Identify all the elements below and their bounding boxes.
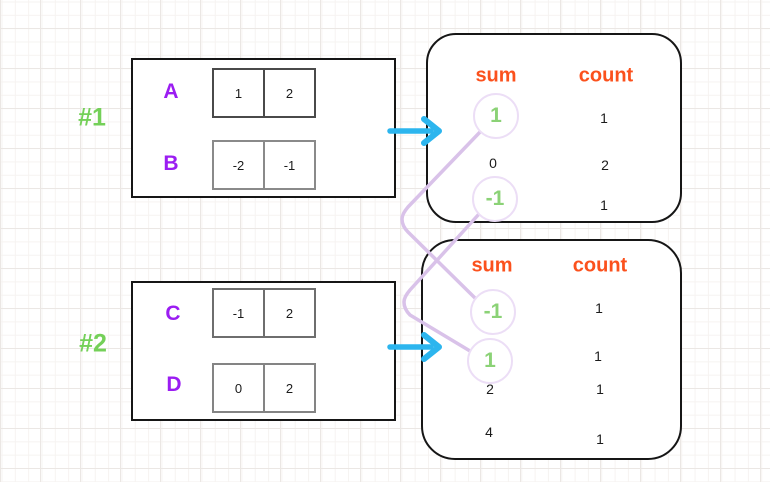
result-1-sum-header: sum [475, 64, 517, 87]
result-2-row-4-sum: 4 [485, 424, 493, 440]
result-1-row-1-sum-highlighted: 1 [473, 93, 519, 139]
array-b-cells: -2 -1 [212, 140, 316, 190]
array-b-letter: B [163, 152, 179, 175]
result-2-sum-header: sum [471, 254, 513, 277]
array-cell: 2 [285, 305, 294, 321]
result-2-row-3-count: 1 [596, 381, 604, 397]
result-1-row-3-count: 1 [600, 197, 608, 213]
result-table-1 [426, 33, 682, 223]
array-cell: 2 [285, 380, 294, 396]
result-1-row-1-count: 1 [600, 110, 608, 126]
group-1-label: #1 [78, 103, 106, 132]
array-c-cells: -1 2 [212, 288, 316, 338]
array-c-letter: C [165, 302, 181, 325]
result-2-row-2-count: 1 [594, 348, 602, 364]
result-1-row-2-sum: 0 [489, 155, 497, 171]
array-cell: -1 [283, 157, 296, 173]
result-1-count-header: count [578, 64, 634, 87]
result-1-row-3-sum-highlighted: -1 [472, 176, 518, 222]
array-cell: 2 [285, 85, 294, 101]
result-2-row-1-count: 1 [595, 300, 603, 316]
result-table-2 [421, 239, 682, 460]
result-2-row-1-sum-highlighted: -1 [470, 289, 516, 335]
result-1-row-2-count: 2 [601, 157, 609, 173]
array-cell: 0 [214, 365, 265, 411]
array-d-cells: 0 2 [212, 363, 316, 413]
array-a-cells: 1 2 [212, 68, 316, 118]
array-d-letter: D [166, 373, 182, 396]
result-2-row-2-sum-highlighted: 1 [467, 338, 513, 384]
array-cell: -1 [214, 290, 265, 336]
array-cell: -2 [214, 142, 265, 188]
array-a-letter: A [163, 80, 179, 103]
group-2-label: #2 [79, 329, 107, 358]
array-cell: 1 [214, 70, 265, 116]
result-2-row-3-sum: 2 [486, 381, 494, 397]
result-2-row-4-count: 1 [596, 431, 604, 447]
result-2-count-header: count [572, 254, 628, 277]
